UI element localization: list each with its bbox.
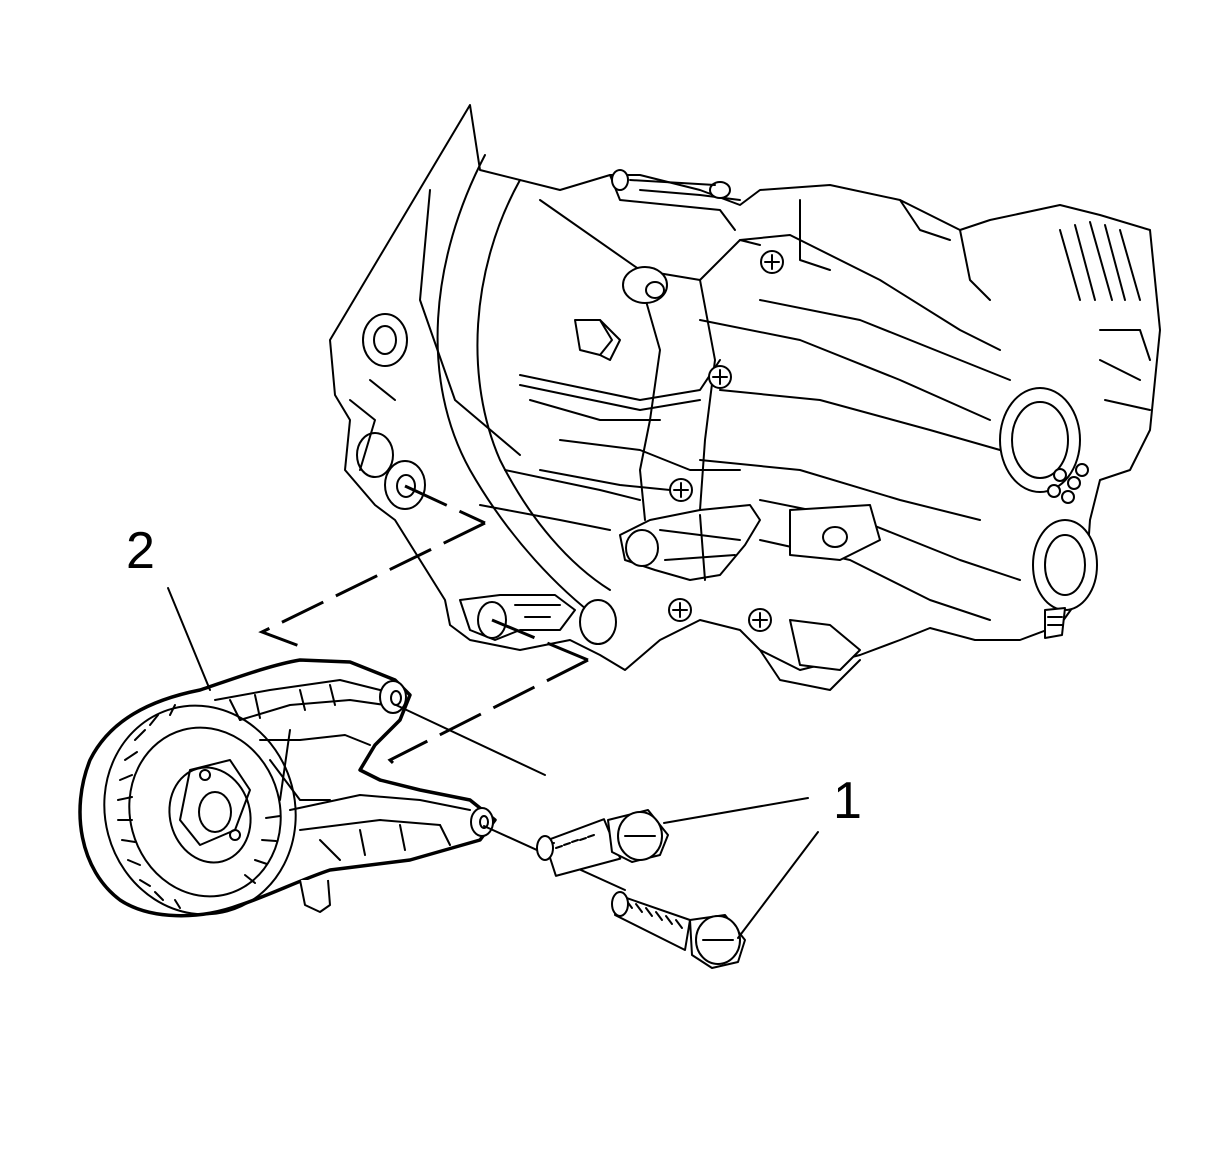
callout-label-1: 1: [833, 772, 862, 830]
callout-bolt: 1: [663, 772, 862, 939]
assembly-path-lines: [258, 484, 589, 772]
transaxle-housing: [329, 104, 1161, 691]
callout-mount: 2: [126, 522, 211, 691]
mount-bolts: [395, 704, 746, 969]
upper-bolt: [536, 809, 669, 877]
housing-bolt-heads: [668, 250, 784, 632]
transmission-mount-bracket: [78, 658, 497, 918]
lower-bolt: [611, 891, 746, 969]
callout-label-2: 2: [126, 522, 155, 580]
